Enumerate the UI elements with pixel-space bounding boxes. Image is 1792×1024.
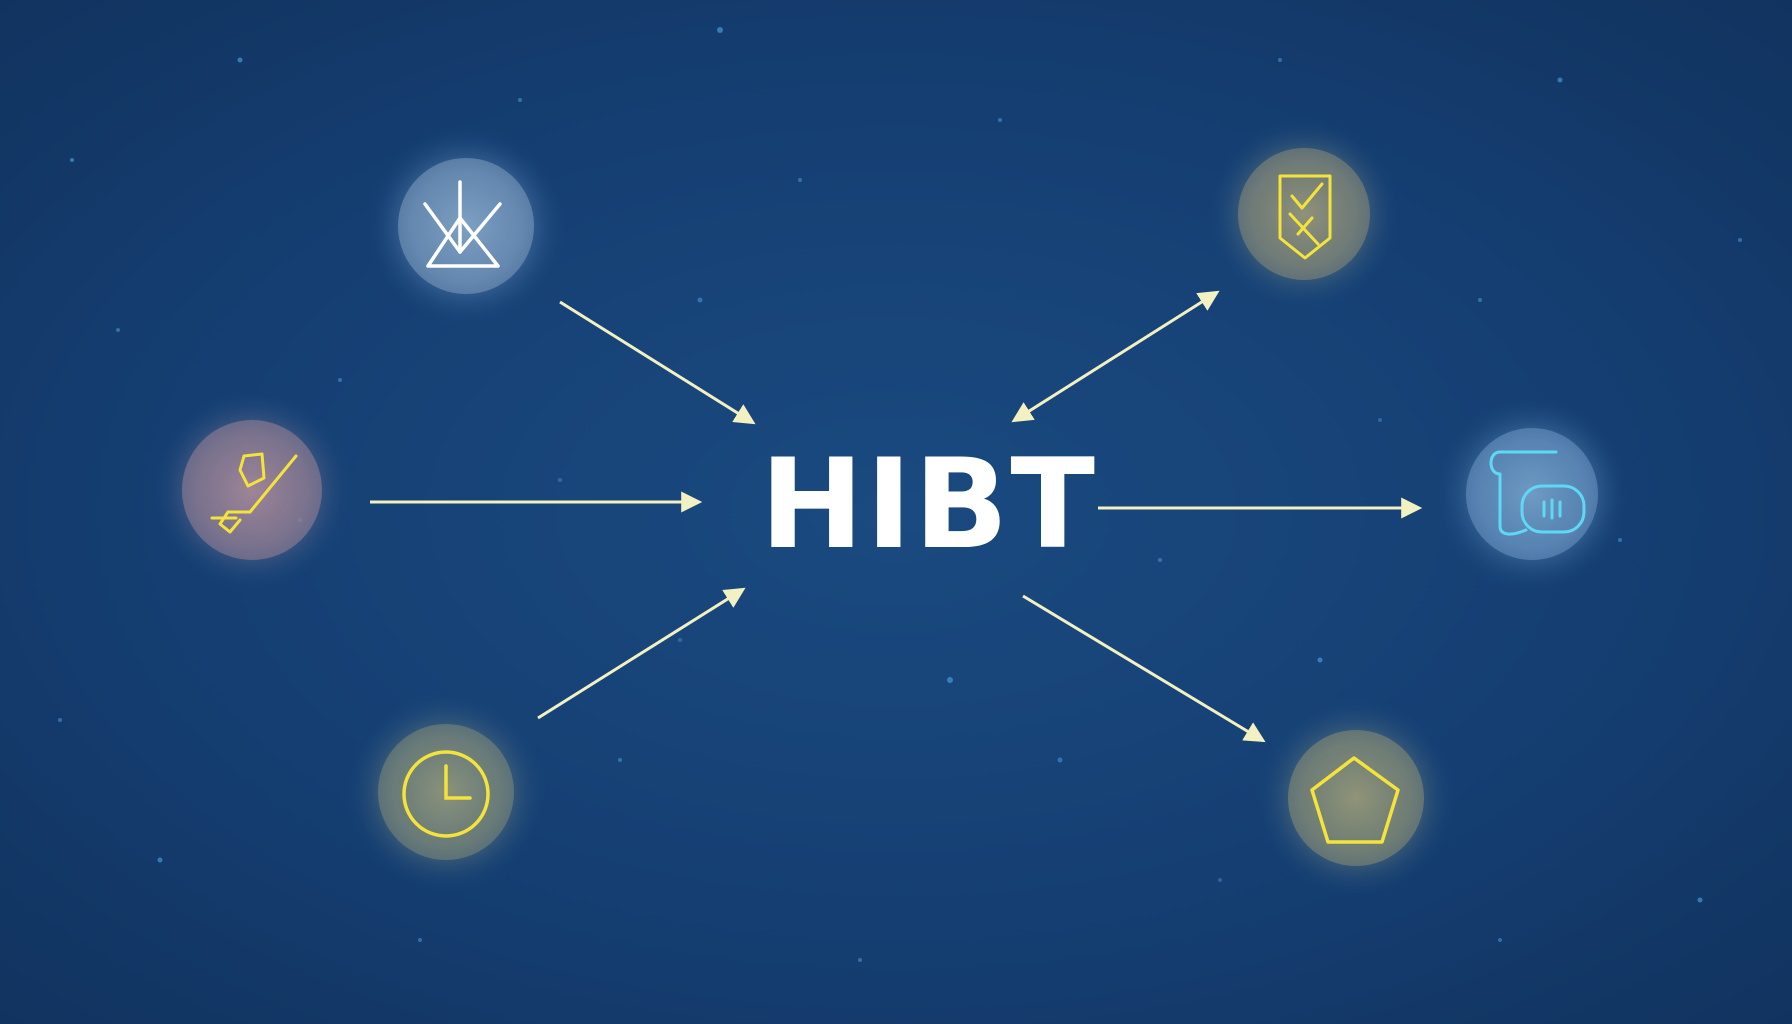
pentagon-icon <box>1310 756 1400 844</box>
clock-icon <box>402 750 490 838</box>
arrow-center-upper-right-bidirectional <box>1011 290 1220 423</box>
node-upper-right <box>1208 118 1400 310</box>
database-scroll-icon <box>1489 450 1586 536</box>
connector-arrows <box>370 290 1423 743</box>
arrow-center-to-lower-right <box>1022 594 1266 743</box>
node-upper-left <box>366 126 566 326</box>
arrow-lower-left-to-center <box>537 587 746 720</box>
node-lower-right <box>1256 698 1456 898</box>
hand-signature-icon <box>210 452 298 534</box>
node-mid-left <box>152 390 352 590</box>
arrow-upper-left-to-center <box>559 300 756 425</box>
shield-check-icon <box>1278 174 1332 260</box>
download-arrow-icon <box>423 180 502 268</box>
node-mid-right <box>1434 396 1630 592</box>
node-lower-left <box>346 692 546 892</box>
center-hub-label: HIBT <box>760 433 1098 577</box>
